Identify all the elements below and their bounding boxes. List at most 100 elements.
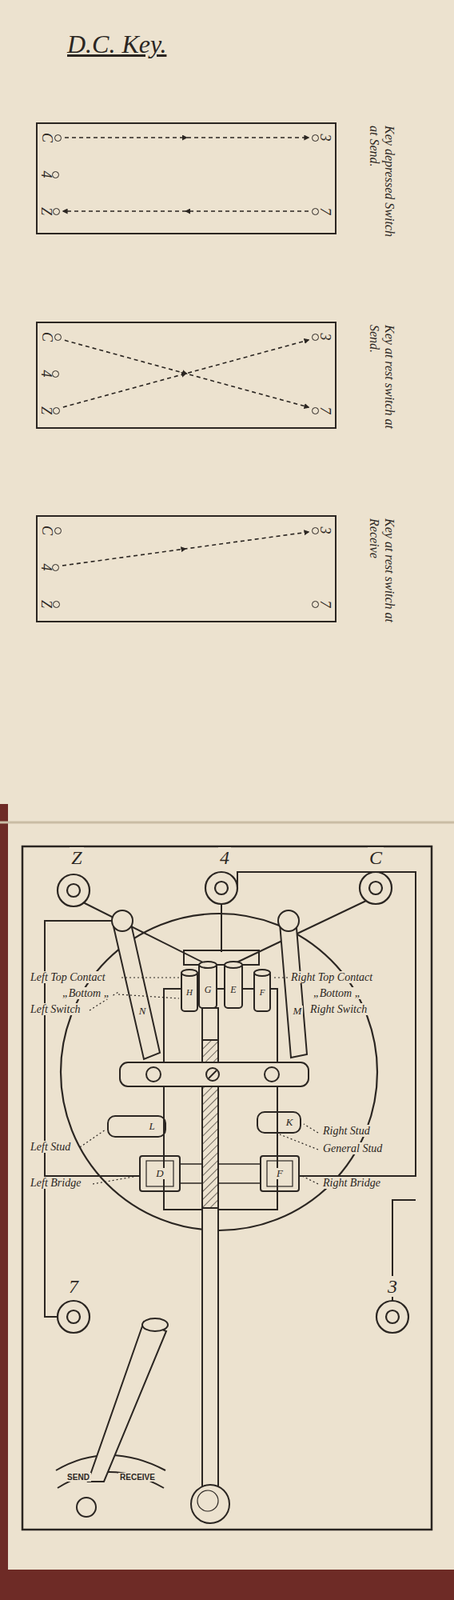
terminal-post (205, 871, 238, 904)
part-name: „Bottom „ (311, 986, 363, 999)
contact-pillar (181, 970, 198, 1011)
bridge (179, 1162, 203, 1183)
terminal-post (215, 880, 228, 894)
bridge (218, 1162, 261, 1183)
terminal-letter: C (39, 331, 55, 342)
part-letter: G (203, 983, 214, 995)
cross-plate (206, 1067, 220, 1080)
contact-pillar (224, 960, 243, 968)
terminal-dot (52, 207, 60, 216)
terminal-post (57, 871, 409, 1332)
state-box: Key at rest switch at Send.C4Z37 (35, 321, 337, 429)
switch-arm (279, 917, 307, 1057)
part-letter: F (258, 986, 267, 996)
switch-arm (111, 909, 307, 1059)
leader-line (302, 1174, 319, 1183)
part-name: Right Stud (321, 1123, 372, 1136)
terminal-letter: 4 (39, 370, 54, 378)
part-name: Left Switch (28, 1002, 83, 1015)
key-lever (197, 1489, 219, 1510)
terminal: C (42, 522, 62, 538)
contact-pillar (254, 970, 271, 1011)
terminal: 4 (42, 366, 60, 381)
leader-line (121, 975, 180, 977)
key-lever (191, 1483, 230, 1522)
cross-plate (264, 1066, 279, 1081)
send-receive-switch (76, 1496, 96, 1516)
send-receive-switch (142, 1317, 168, 1331)
wiring (83, 901, 207, 964)
state-box: Key at rest switch at ReceiveC4Z37 (35, 514, 337, 622)
switch-arm (111, 909, 133, 931)
leader-line (118, 993, 180, 998)
contact-pillar (254, 968, 271, 976)
terminal: 4 (42, 167, 60, 182)
binding (0, 803, 8, 1599)
state-box: Key depressed Switch at Send.C4Z37 (35, 122, 337, 235)
state-caption: Key at rest switch at Send. (366, 324, 398, 440)
base-frame (22, 845, 432, 1529)
page-title: D.C. Key. (67, 30, 167, 59)
part-name: Right Top Contact (289, 970, 375, 983)
part-letter: F (274, 1166, 285, 1179)
part-letter: L (147, 1119, 156, 1132)
contact-pillar (199, 960, 217, 968)
current-path-arrow (63, 210, 309, 212)
binding (0, 803, 454, 1599)
terminal: 7 (311, 596, 329, 611)
contact-pillar (181, 968, 198, 976)
base-frame (22, 845, 432, 1529)
terminal-letter: 3 (318, 526, 333, 534)
bridge (266, 1159, 293, 1186)
terminal-dot (54, 333, 62, 341)
part-name: „Bottom „ (60, 986, 112, 999)
terminal: 3 (311, 522, 329, 538)
leader-line (79, 1128, 106, 1147)
terminal-letter: 7 (318, 406, 333, 415)
switch-arm (278, 909, 299, 931)
terminal-dot (52, 406, 60, 415)
leader-line (92, 1174, 138, 1183)
terminal-label: Z (69, 846, 84, 868)
bridge (139, 1154, 180, 1191)
switch-label: SEND (65, 1471, 92, 1481)
send-receive-switch (55, 1317, 168, 1516)
wiring (44, 871, 416, 1316)
binding (0, 820, 454, 824)
contact-housing (183, 949, 259, 964)
terminal-letter: 3 (318, 134, 333, 142)
terminal: Z (42, 402, 60, 418)
terminal-post (67, 1309, 80, 1323)
part-letter: M (291, 1004, 304, 1016)
leader-line (279, 1133, 319, 1149)
terminal-letter: Z (39, 207, 54, 216)
terminal: 7 (311, 203, 329, 219)
stud (257, 1111, 301, 1132)
terminal-letter: C (39, 132, 55, 143)
terminal: 4 (42, 559, 60, 574)
current-path-arrow (62, 531, 309, 566)
part-name: General Stud (321, 1141, 384, 1154)
contact-pillar (199, 962, 217, 1008)
terminal: 3 (311, 130, 329, 145)
part-letter: D (154, 1166, 165, 1179)
terminal-label: 4 (218, 846, 231, 868)
terminal-letter: Z (39, 599, 54, 608)
part-name: Left Top Contact (28, 970, 108, 983)
terminal-post (376, 1299, 409, 1332)
terminal: C (42, 130, 62, 145)
bridge (139, 1154, 299, 1191)
terminal-post (386, 1309, 399, 1323)
state-caption: Key at rest switch at Receive (366, 517, 398, 634)
terminal: 3 (311, 329, 329, 344)
terminal-post (57, 1299, 90, 1332)
terminal-letter: C (39, 525, 55, 535)
binding (0, 1568, 454, 1599)
wiring (237, 871, 416, 1175)
send-receive-switch (87, 1320, 167, 1481)
contact-pillar (181, 960, 271, 1011)
part-name: Left Stud (28, 1139, 72, 1152)
